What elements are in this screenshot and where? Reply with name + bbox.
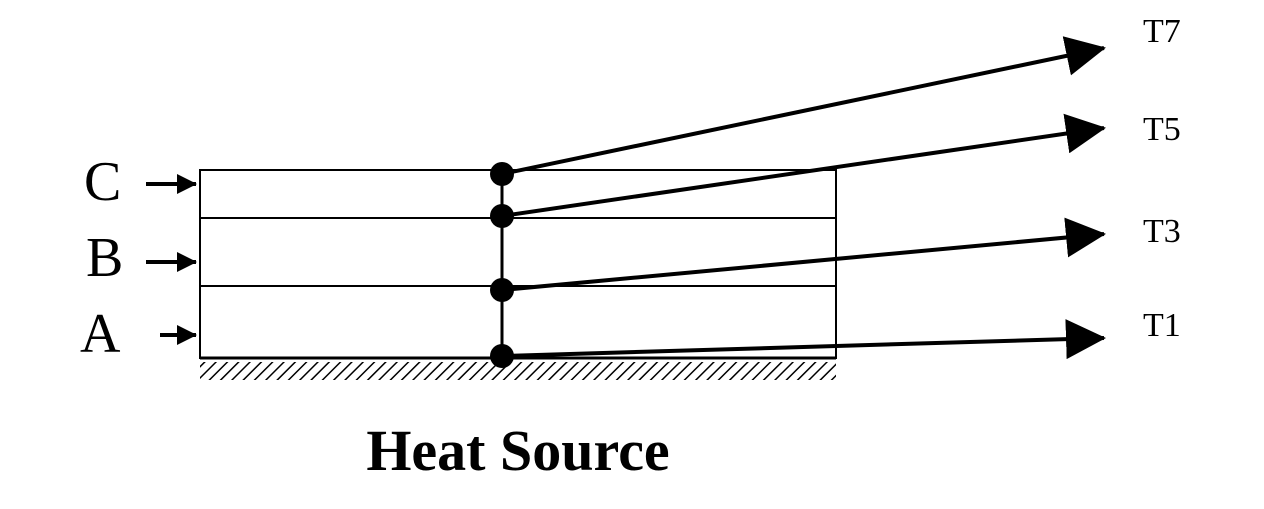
probe-label-t7: T7	[1143, 13, 1181, 50]
layer-label-c: C	[84, 151, 121, 213]
probe-t1-junction	[490, 344, 514, 368]
probe-t3: T3	[490, 213, 1181, 302]
probe-t7-arrow	[501, 36, 1106, 176]
heat-source-hatch	[200, 362, 836, 380]
heat-source-caption: Heat Source	[366, 418, 669, 483]
probe-t5: T5	[490, 111, 1181, 228]
layer-label-b: B	[86, 227, 123, 289]
stack-outline	[199, 169, 837, 359]
probe-t3-arrow	[501, 217, 1106, 292]
probe-t1: T1	[490, 307, 1181, 368]
layer-c: C	[84, 151, 197, 213]
probe-label-t1: T1	[1143, 307, 1181, 344]
probe-label-t3: T3	[1143, 213, 1181, 250]
layer-b: B	[86, 227, 197, 289]
layer-a: A	[80, 303, 197, 365]
layer-stack	[199, 169, 837, 360]
probe-label-t5: T5	[1143, 111, 1181, 148]
layer-label-a: A	[80, 303, 121, 365]
probe-t7-junction	[490, 162, 514, 186]
probe-t3-junction	[490, 278, 514, 302]
probe-t5-arrow	[501, 113, 1106, 218]
probe-t7: T7	[490, 13, 1181, 186]
probe-t5-junction	[490, 204, 514, 228]
probe-t1-arrow	[501, 319, 1106, 360]
